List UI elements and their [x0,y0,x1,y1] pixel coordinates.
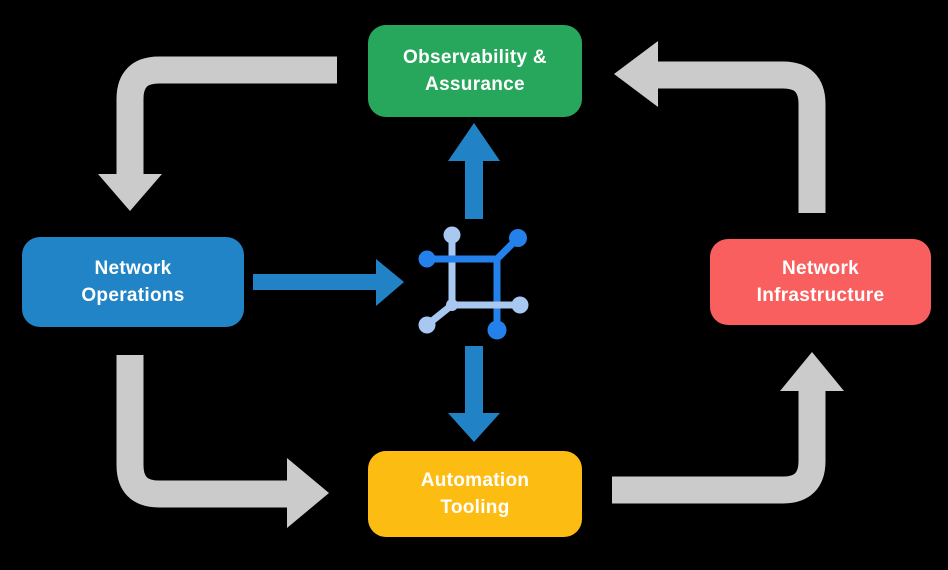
arrow-down-head-icon [448,413,500,442]
arrow-infrastructure-to-observability [614,41,826,213]
arrow-automation-to-infrastructure [612,352,844,504]
node-automation-tooling: Automation Tooling [368,451,582,537]
node-automation-tooling-label: Automation Tooling [420,470,530,518]
network-mesh-icon [418,226,529,340]
node-network-operations: Network Operations [22,237,244,327]
arrow-up-head-icon [780,352,844,391]
arrow-netops-to-core [253,259,404,306]
arrow-observability-to-netops [98,56,337,211]
node-observability-label: Observability & Assurance [403,47,547,95]
arrow-down-head-icon [98,174,162,211]
node-network-infrastructure-label: Network Infrastructure [756,258,885,306]
arrow-netops-to-automation [116,355,329,528]
arrow-left-head-icon [614,41,658,107]
arrow-core-to-observability [448,123,500,219]
arrow-right-head-icon [287,458,329,528]
node-observability-assurance: Observability & Assurance [368,25,582,117]
arrow-core-to-automation [448,346,500,442]
arrow-up-head-icon [448,123,500,161]
node-network-infrastructure: Network Infrastructure [710,239,931,325]
arrow-right-head-icon [376,259,404,306]
node-network-operations-label: Network Operations [81,258,185,306]
